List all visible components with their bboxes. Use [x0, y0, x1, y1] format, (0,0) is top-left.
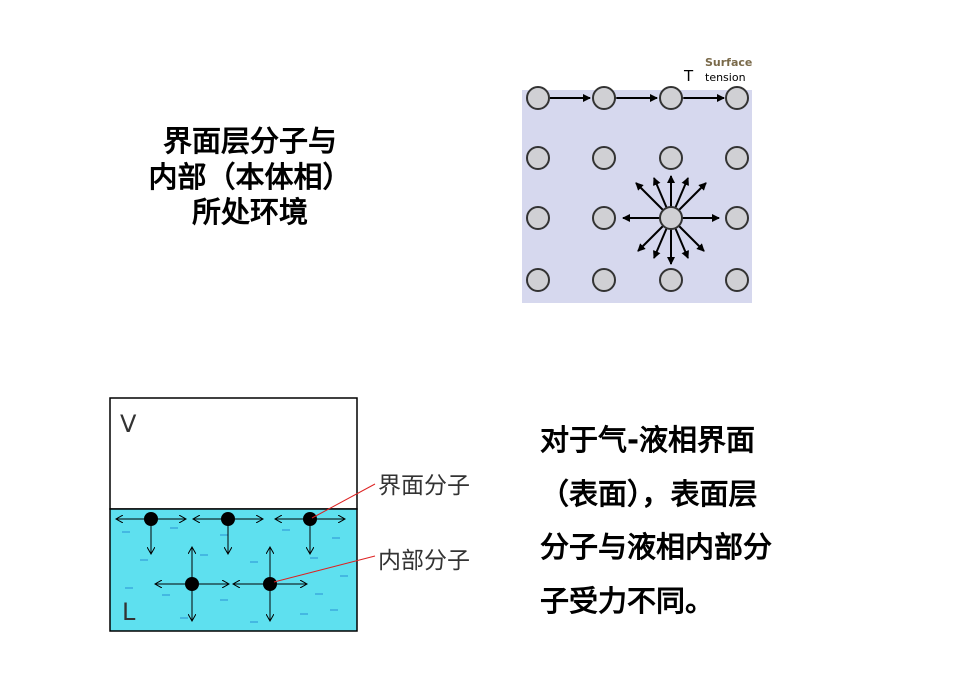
- molecule: [725, 206, 749, 230]
- caption-line-1: 对于气-液相界面: [540, 423, 756, 457]
- liquid-label: L: [122, 598, 136, 626]
- caption-line-3: 所处环境: [191, 195, 308, 230]
- caption-line-2: （表面），表面层: [540, 476, 758, 511]
- interior-molecule: [263, 577, 277, 591]
- molecule: [725, 146, 749, 170]
- molecule: [725, 268, 749, 292]
- tension-label: tension: [705, 71, 746, 84]
- interface-molecule-label: 界面分子: [378, 473, 470, 499]
- molecule: [526, 206, 550, 230]
- interior-molecule-label: 内部分子: [378, 548, 470, 574]
- interface-molecule: [303, 512, 317, 526]
- interface-molecule: [144, 512, 158, 526]
- vapor-label: V: [120, 410, 137, 438]
- molecule: [526, 146, 550, 170]
- molecule: [592, 268, 616, 292]
- tension-symbol: T: [683, 67, 694, 85]
- caption-line-1: 界面层分子与: [162, 124, 337, 158]
- molecule: [659, 86, 683, 110]
- surface-label: Surface: [705, 56, 752, 69]
- molecule: [725, 86, 749, 110]
- interior-callout-line: [273, 555, 376, 583]
- caption-line-2: 内部（本体相）: [148, 159, 352, 194]
- molecule: [659, 206, 683, 230]
- liquid-region: [522, 90, 752, 303]
- molecule: [659, 268, 683, 292]
- surface-tension-diagram: Surface tension T: [522, 56, 752, 303]
- environment-caption: 界面层分子与 内部（本体相） 所处环境: [130, 124, 370, 231]
- molecule: [659, 146, 683, 170]
- caption-line-3: 分子与液相内部分: [540, 530, 773, 565]
- interior-molecule: [185, 577, 199, 591]
- molecule: [592, 86, 616, 110]
- molecule: [526, 268, 550, 292]
- molecule: [526, 86, 550, 110]
- vapor-liquid-diagram: V L: [109, 397, 470, 632]
- molecule: [592, 206, 616, 230]
- molecule-grid: [526, 86, 749, 292]
- liquid-texture: [122, 527, 348, 623]
- caption-line-4: 子受力不同。: [540, 583, 715, 618]
- molecules: [144, 512, 317, 591]
- interface-molecule: [221, 512, 235, 526]
- force-difference-caption: 对于气-液相界面 （表面），表面层 分子与液相内部分 子受力不同。: [540, 414, 820, 629]
- interface-callout-line: [311, 483, 376, 519]
- molecule: [592, 146, 616, 170]
- vapor-region: [109, 397, 358, 510]
